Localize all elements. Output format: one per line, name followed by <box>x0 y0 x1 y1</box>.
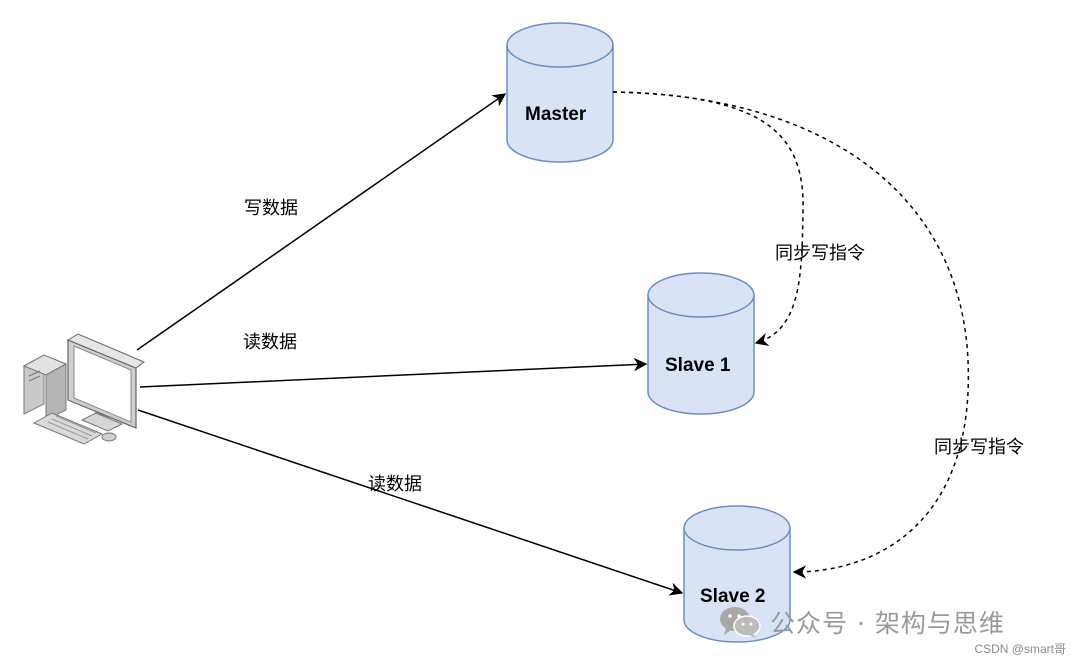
master-label: Master <box>525 104 587 125</box>
slave2-label: Slave 2 <box>700 586 766 607</box>
slave1-database-icon <box>647 272 755 415</box>
read-slave2-arrow <box>137 409 684 596</box>
wechat-icon <box>720 607 761 638</box>
master-database-icon <box>506 22 614 163</box>
csdn-credit: CSDN @smart哥 <box>974 642 1066 656</box>
watermark: 公众号 · 架构与思维 <box>718 604 1005 640</box>
sync-slave1-edge-label: 同步写指令 <box>775 243 865 263</box>
slave2-database-icon <box>683 505 791 643</box>
slave1-label: Slave 1 <box>665 355 731 376</box>
read-slave1-edge-label: 读数据 <box>243 332 297 352</box>
watermark-text: 公众号 · 架构与思维 <box>770 609 1005 638</box>
read-slave2-edge-label: 读数据 <box>368 474 422 494</box>
sync-slave2-edge-label: 同步写指令 <box>934 437 1024 457</box>
read-slave1-arrow <box>139 357 648 388</box>
sync-slave2-arrow <box>612 91 970 579</box>
write-edge-label: 写数据 <box>244 198 298 218</box>
computer-icon <box>22 333 145 445</box>
write-arrow <box>136 93 507 351</box>
